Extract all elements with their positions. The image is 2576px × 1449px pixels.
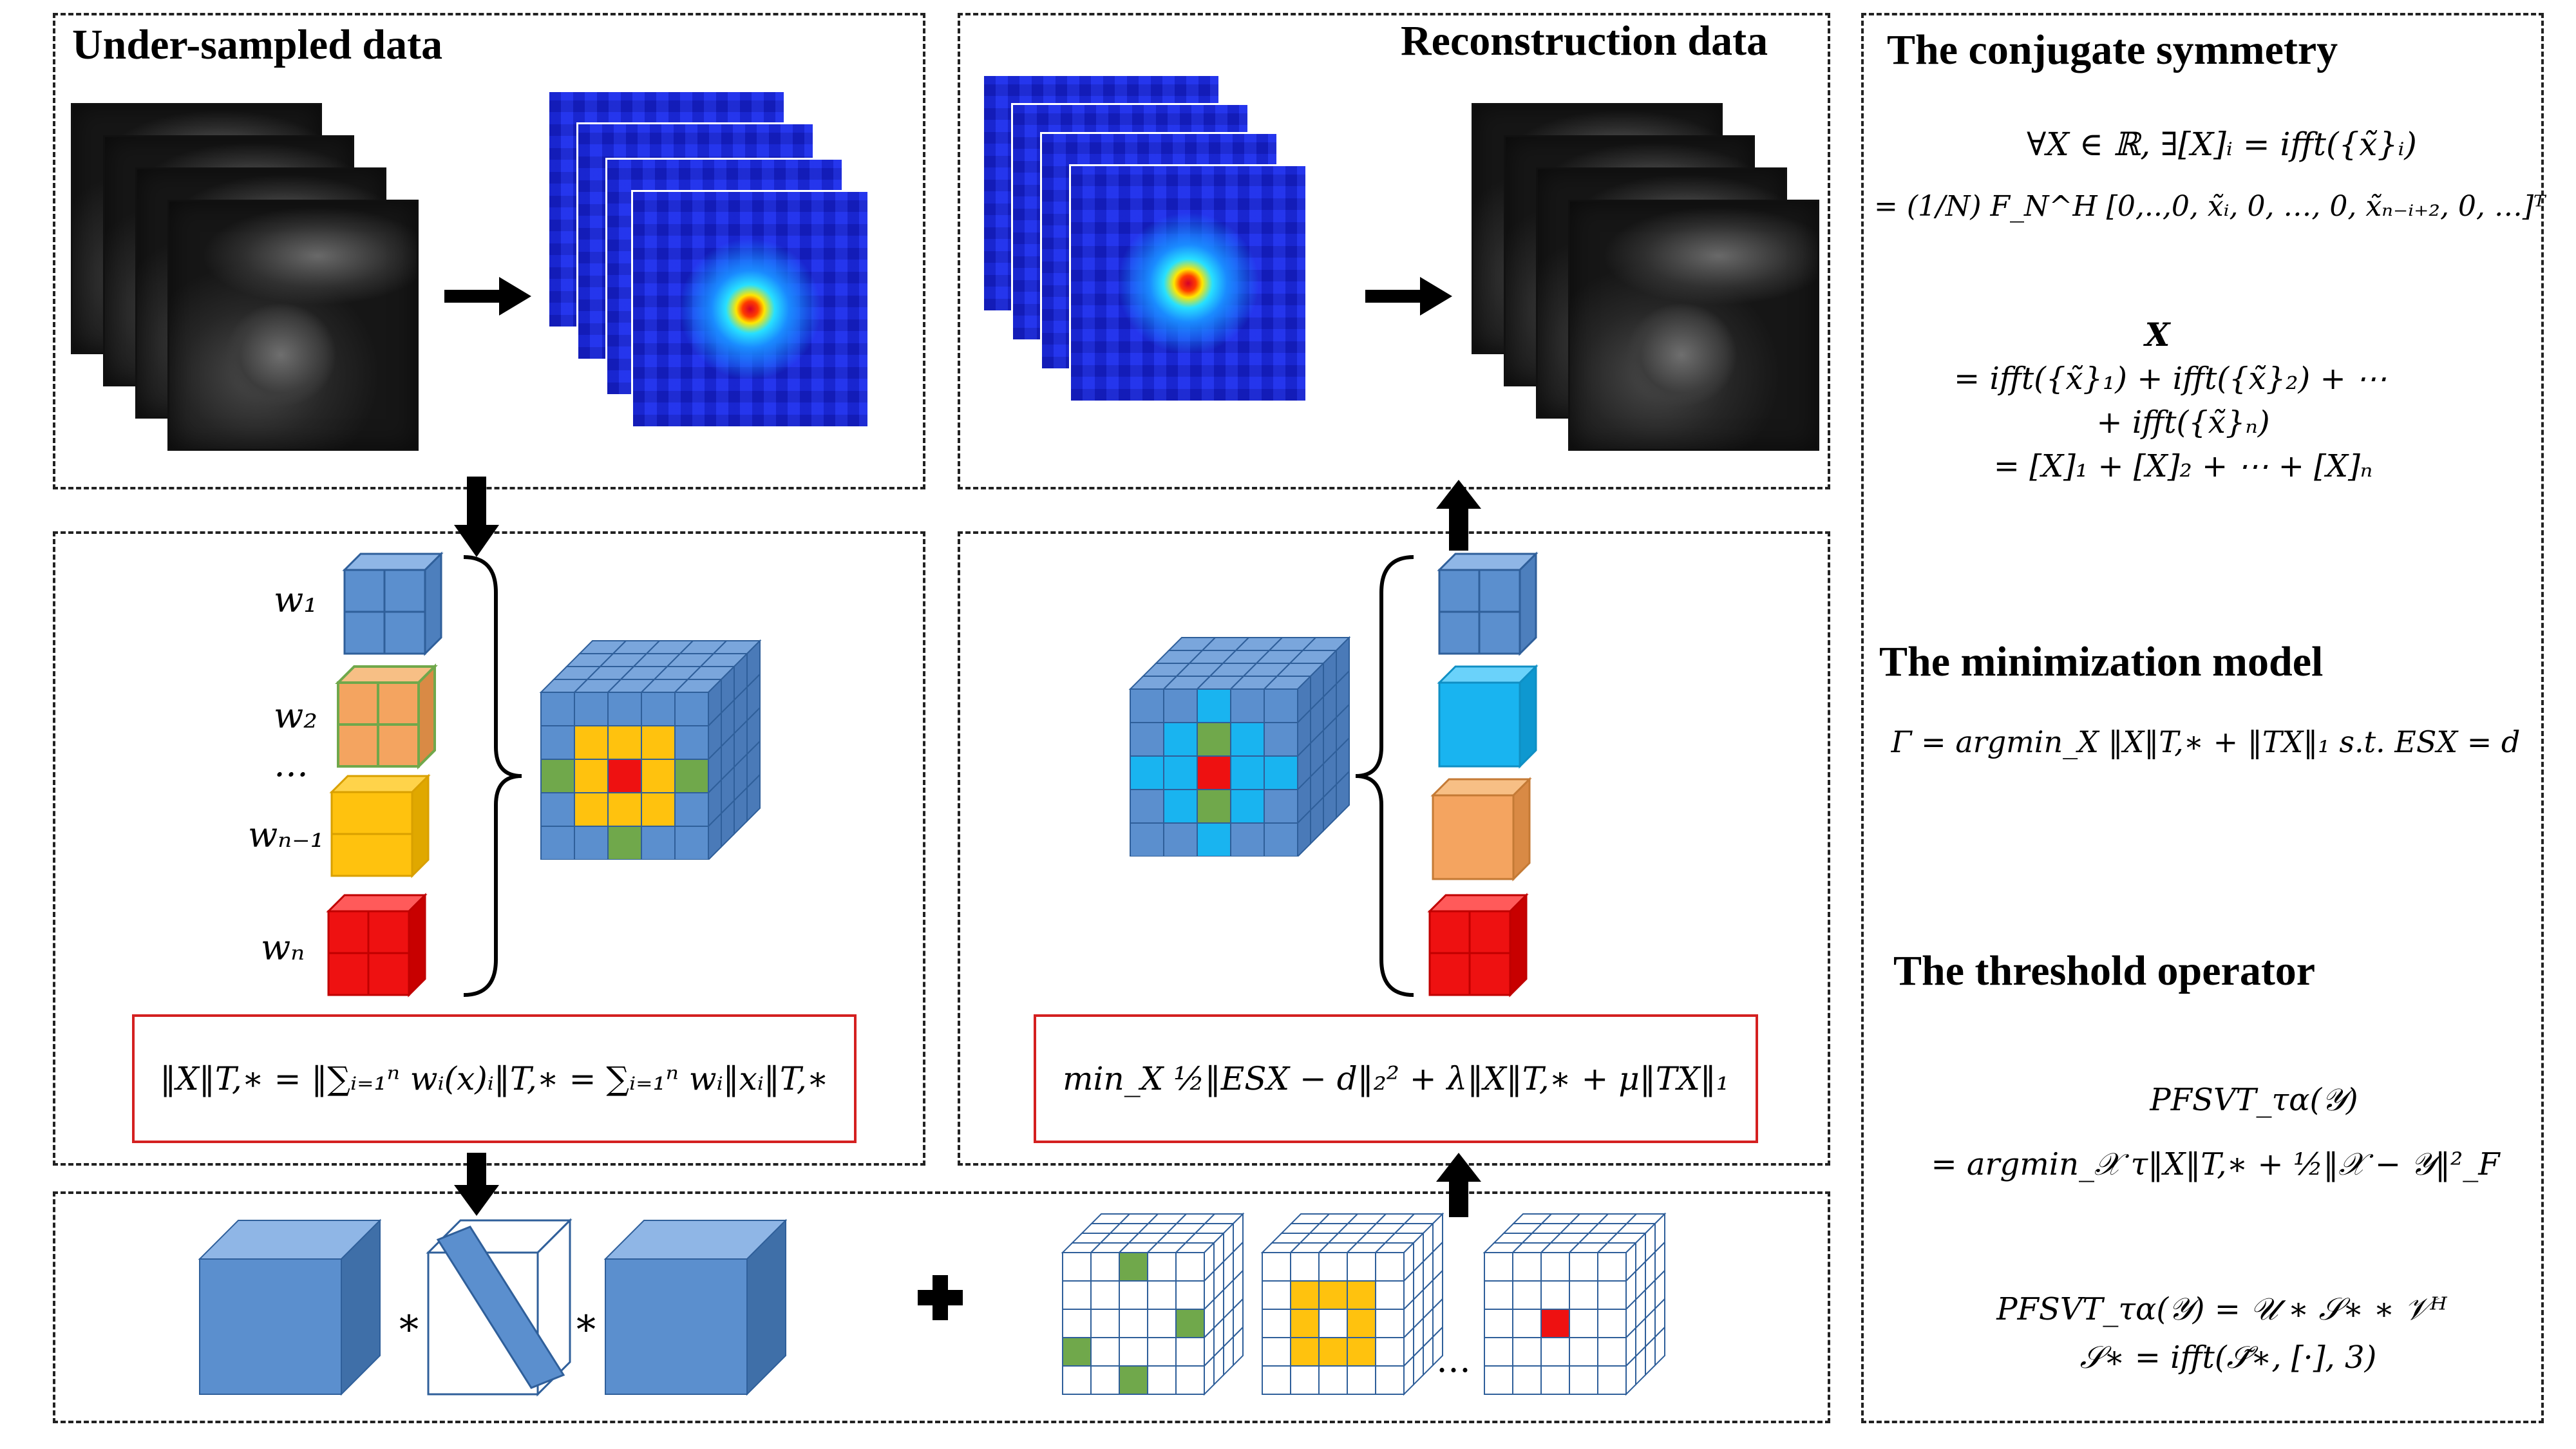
weight-wn1: wₙ₋₁ <box>248 815 325 855</box>
conjugate-line-4: = ifft({x̃}₁) + ifft({x̃}₂) + ⋯ <box>1954 361 2387 397</box>
weight-dots: … <box>274 744 308 784</box>
orange-cube-icon <box>1430 777 1532 882</box>
orange-cube-icon <box>335 663 438 770</box>
tnuclear-formula: ‖X‖T,∗ = ‖∑ᵢ₌₁ⁿ wᵢ(x)ᵢ‖T,∗ = ∑ᵢ₌₁ⁿ wᵢ‖xᵢ… <box>160 1060 829 1097</box>
tensor-u-icon <box>198 1218 382 1396</box>
objective-formula: min_X ½‖ESX − d‖₂² + λ‖X‖T,∗ + μ‖TX‖₁ <box>1063 1060 1729 1097</box>
blue-cube-icon <box>342 551 444 656</box>
red-cube-icon <box>1427 893 1529 998</box>
plus-icon <box>918 1275 963 1320</box>
conjugate-line-5: + ifft({x̃}ₙ) <box>2096 404 2270 440</box>
weight-w2: w₂ <box>274 696 317 736</box>
down-arrow-icon <box>454 477 499 557</box>
cyan-cube-icon <box>1437 664 1539 769</box>
reconstruction-title: Reconstruction data <box>1401 17 1768 64</box>
conjugate-line-1: ∀X ∈ ℝ, ∃[X]ᵢ = ifft({x̃}ᵢ) <box>2027 126 2417 163</box>
tensor-v-icon <box>603 1218 788 1396</box>
tnuclear-formula-box: ‖X‖T,∗ = ‖∑ᵢ₌₁ⁿ wᵢ(x)ᵢ‖T,∗ = ∑ᵢ₌₁ⁿ wᵢ‖xᵢ… <box>132 1014 857 1143</box>
right-arrow-icon <box>1365 277 1452 316</box>
reconstruction-panel <box>958 13 1830 489</box>
multiply-symbol-2: * <box>576 1307 596 1352</box>
left-brace-icon <box>1355 555 1414 997</box>
threshold-line-4: 𝒮∗ = ifft(𝒮̃∗, [·], 3) <box>2079 1340 2377 1376</box>
yellow-cube-icon <box>329 773 431 878</box>
blue-cube-icon <box>1437 551 1539 656</box>
up-arrow-icon <box>1436 1153 1481 1217</box>
down-arrow-icon <box>454 1153 499 1216</box>
minimization-formula: Γ = argmin_X ‖X‖T,∗ + ‖TX‖₁ s.t. ESX = d <box>1891 724 2521 759</box>
ellipsis-symbol: … <box>1436 1340 1471 1380</box>
tsvd-panel <box>53 1191 1830 1423</box>
conjugate-line-3: X <box>2145 316 2170 354</box>
undersampled-panel <box>53 13 925 489</box>
right-brace-icon <box>463 555 522 997</box>
red-cube-icon <box>326 893 428 998</box>
multiply-symbol-1: * <box>399 1307 419 1352</box>
threshold-title: The threshold operator <box>1893 947 2316 994</box>
composite-cube-icon <box>1128 636 1351 857</box>
conjugate-title: The conjugate symmetry <box>1887 26 2338 73</box>
conjugate-line-2: = (1/N) F_N^H [0,..,0, x̃ᵢ, 0, …, 0, x̃ₙ… <box>1874 190 2546 223</box>
weight-w1: w₁ <box>274 580 317 620</box>
theory-panel <box>1861 13 2544 1423</box>
minimization-title: The minimization model <box>1879 638 2324 685</box>
frequency-cube-red-icon <box>1482 1212 1667 1396</box>
threshold-line-2: = argmin_𝒳 τ‖X‖T,∗ + ½‖𝒳 − 𝒴‖²_F <box>1931 1146 2500 1182</box>
weight-wn: wₙ <box>261 927 305 968</box>
composite-cube-icon <box>539 639 762 860</box>
kspace-slice-4 <box>631 190 869 428</box>
frequency-cube-yellow-icon <box>1260 1212 1444 1396</box>
recon-kspace-4 <box>1069 164 1307 402</box>
up-arrow-icon <box>1436 480 1481 551</box>
frequency-cube-green-icon <box>1061 1212 1245 1396</box>
objective-formula-box: min_X ½‖ESX − d‖₂² + λ‖X‖T,∗ + μ‖TX‖₁ <box>1034 1014 1758 1143</box>
mri-slice-4 <box>167 200 419 451</box>
tensor-s-icon <box>426 1218 573 1397</box>
right-arrow-icon <box>444 277 531 316</box>
threshold-line-3: PFSVT_τα(𝒴) = 𝒰 ∗ 𝒮∗ ∗ 𝒱ᴴ <box>1996 1291 2447 1327</box>
conjugate-line-6: = [X]₁ + [X]₂ + ⋯ + [X]ₙ <box>1993 448 2373 484</box>
recon-mri-4 <box>1568 200 1819 451</box>
optimization-panel <box>958 531 1830 1166</box>
undersampled-title: Under-sampled data <box>72 21 443 68</box>
threshold-line-1: PFSVT_τα(𝒴) <box>2150 1082 2358 1118</box>
